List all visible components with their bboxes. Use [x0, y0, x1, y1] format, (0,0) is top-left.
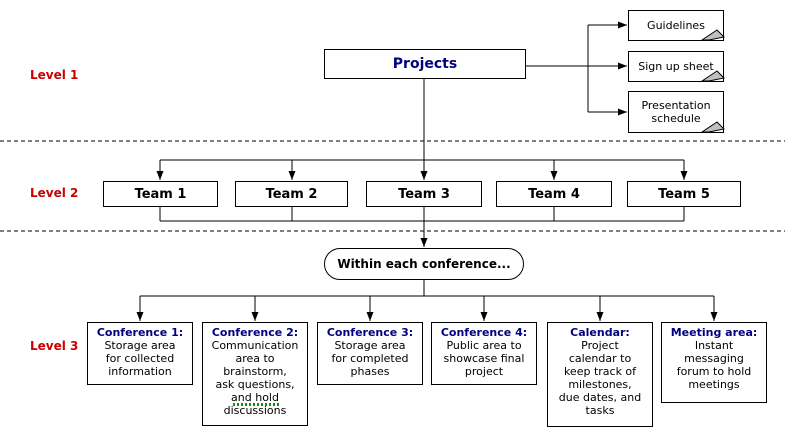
conference-2-box: Conference 2: Communication area to brai…: [202, 322, 308, 426]
meeting-area-box: Meeting area: Instant messaging forum to…: [661, 322, 767, 403]
sign-up-sheet-label: Sign up sheet: [638, 60, 714, 73]
conference-1-title: Conference 1:: [96, 326, 184, 339]
level-3-label: Level 3: [30, 339, 79, 353]
within-each-conference-label: Within each conference...: [337, 257, 511, 271]
conference-3-body: Storage area for completed phases: [331, 339, 409, 378]
conference-3-box: Conference 3: Storage area for completed…: [317, 322, 423, 385]
calendar-title: Calendar:: [570, 326, 630, 339]
meeting-area-title: Meeting area:: [670, 326, 758, 339]
presentation-schedule-label: Presentation schedule: [641, 99, 711, 125]
team-2-label: Team 2: [265, 186, 318, 202]
conference-4-box: Conference 4: Public area to showcase fi…: [431, 322, 537, 385]
spellcheck-squiggle: [233, 403, 279, 406]
projects-box: Projects: [324, 49, 526, 79]
level-2-label: Level 2: [30, 186, 79, 200]
team-2-box: Team 2: [235, 181, 348, 207]
level-1-label: Level 1: [30, 68, 79, 82]
conference-1-body: Storage area for collected information: [104, 339, 176, 378]
conference-2-body: Communication area to brainstorm, ask qu…: [211, 339, 299, 417]
presentation-schedule-note: Presentation schedule: [628, 91, 726, 133]
conference-3-title: Conference 3:: [326, 326, 414, 339]
conference-2-title: Conference 2:: [211, 326, 299, 339]
team-4-label: Team 4: [528, 186, 580, 202]
guidelines-note: Guidelines: [628, 10, 726, 41]
team-4-box: Team 4: [496, 181, 612, 207]
guidelines-label: Guidelines: [647, 19, 705, 32]
folded-corner-icon: [701, 70, 726, 82]
team-3-label: Team 3: [398, 186, 450, 202]
conference-4-body: Public area to showcase final project: [443, 339, 525, 378]
team-1-box: Team 1: [103, 181, 218, 207]
team-5-box: Team 5: [627, 181, 741, 207]
conference-1-box: Conference 1: Storage area for collected…: [87, 322, 193, 385]
folded-corner-icon: [701, 29, 726, 41]
conference-4-title: Conference 4:: [440, 326, 528, 339]
calendar-body: Project calendar to keep track of milest…: [558, 339, 642, 417]
projects-label: Projects: [392, 56, 458, 72]
sign-up-sheet-note: Sign up sheet: [628, 51, 726, 82]
meeting-area-body: Instant messaging forum to hold meetings: [676, 339, 752, 391]
team-5-label: Team 5: [658, 186, 710, 202]
team-1-label: Team 1: [134, 186, 187, 202]
calendar-box: Calendar: Project calendar to keep track…: [547, 322, 653, 427]
folded-corner-icon: [701, 121, 726, 133]
team-3-box: Team 3: [366, 181, 482, 207]
within-each-conference-shape: Within each conference...: [324, 248, 524, 280]
